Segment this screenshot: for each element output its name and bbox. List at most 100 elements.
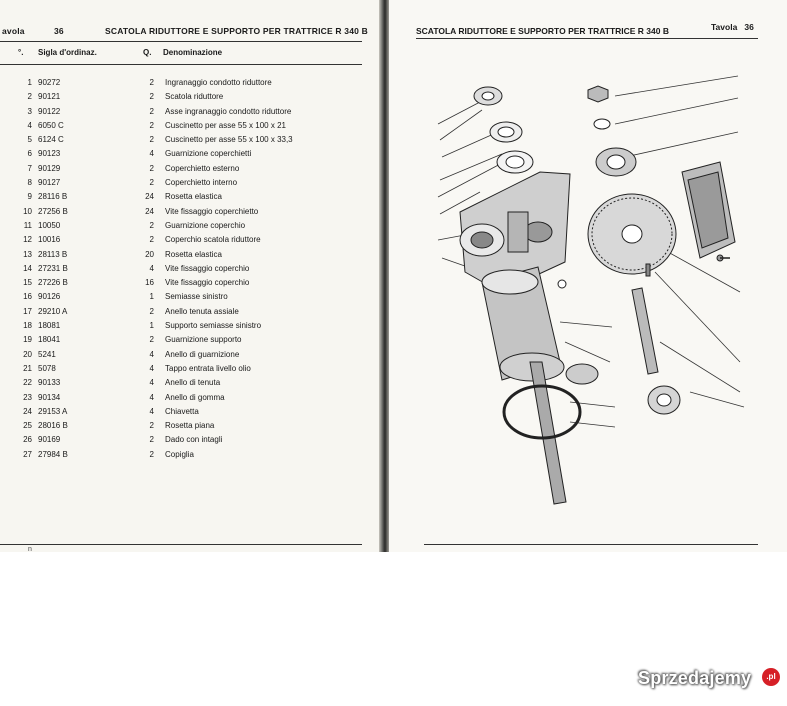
cell-pos: 22 — [23, 378, 32, 388]
cell-pos: 9 — [27, 192, 32, 202]
cell-pos: 18 — [23, 321, 32, 331]
cell-pos: 1 — [27, 78, 32, 87]
cell-qty: 2 — [149, 178, 154, 188]
col-denominazione: Denominazione — [163, 48, 223, 57]
tavola-number: 36 — [54, 26, 64, 36]
table-row: 2 90121 2 Scatola riduttore — [0, 92, 362, 106]
cell-pos: 2 — [27, 92, 32, 102]
cell-qty: 2 — [149, 106, 154, 116]
cell-den: Guarnizione coperchio — [165, 220, 246, 230]
cell-sigla: 29153 A — [38, 406, 68, 416]
footer-rule-left — [0, 544, 362, 545]
cell-den: Coperchietto esterno — [165, 163, 240, 173]
cell-pos: 21 — [23, 363, 32, 373]
cell-den: Anello di guarnizione — [165, 349, 240, 359]
cell-pos: 3 — [27, 106, 32, 116]
cell-den: Semiasse sinistro — [165, 292, 228, 302]
cell-sigla: 90126 — [38, 292, 61, 302]
cell-pos: 14 — [23, 263, 32, 273]
cell-qty: 24 — [145, 192, 154, 202]
right-tavola-label: Tavola — [711, 22, 738, 32]
cell-qty: 24 — [145, 206, 154, 216]
footer-mark: n — [28, 546, 32, 553]
cell-sigla: 27256 B — [38, 206, 68, 216]
columns-rule — [0, 64, 362, 65]
right-tavola-number: 36 — [744, 22, 754, 32]
cell-qty: 4 — [149, 363, 154, 373]
footer-rule-right — [424, 544, 758, 545]
cell-qty: 4 — [149, 378, 154, 388]
cell-den: Rosetta elastica — [165, 249, 222, 259]
cell-den: Guarnizione supporto — [165, 335, 242, 345]
cell-pos: 12 — [23, 235, 32, 245]
cell-sigla: 6124 C — [38, 135, 64, 145]
cell-qty: 4 — [149, 263, 154, 273]
cell-den: Scatola riduttore — [165, 92, 224, 102]
cell-den: Rosetta elastica — [165, 192, 222, 202]
cell-den: Cuscinetto per asse 55 x 100 x 21 — [165, 120, 286, 130]
bearing-left-drawing — [473, 86, 503, 106]
cell-qty: 2 — [149, 92, 154, 102]
cell-qty: 2 — [149, 421, 154, 431]
cell-qty: 2 — [149, 120, 154, 130]
cell-den: Vite fissaggio coperchio — [165, 278, 250, 288]
cell-den: Coperchietto interno — [165, 178, 238, 188]
cell-den: Chiavetta — [165, 406, 199, 416]
cell-pos: 13 — [23, 249, 32, 259]
cell-qty: 20 — [145, 249, 154, 259]
table-row: 16 90126 1 Semiasse sinistro — [0, 292, 362, 306]
cell-pos: 27 — [23, 449, 32, 459]
cell-den: Anello tenuta assiale — [165, 306, 239, 316]
cell-den: Dado con intagli — [165, 435, 223, 445]
cell-qty: 4 — [149, 392, 154, 402]
cell-den: Vite fissaggio coperchio — [165, 263, 250, 273]
cell-sigla: 10016 — [38, 235, 61, 245]
table-row: 4 6050 C 2 Cuscinetto per asse 55 x 100 x 2… — [0, 121, 362, 135]
cell-qty: 4 — [149, 149, 154, 159]
cell-sigla: 90133 — [38, 378, 61, 388]
cell-qty: 2 — [149, 235, 154, 245]
cell-pos: 5 — [27, 135, 32, 145]
cell-pos: 17 — [23, 306, 32, 316]
cell-qty: 2 — [149, 78, 154, 87]
cell-den: Rosetta piana — [165, 421, 215, 431]
right-page-title: SCATOLA RIDUTTORE E SUPPORTO PER TRATTRI… — [416, 26, 669, 36]
cell-sigla: 29210 A — [38, 306, 68, 316]
cell-qty: 2 — [149, 220, 154, 230]
cell-pos: 16 — [23, 292, 32, 302]
page-title: SCATOLA RIDUTTORE E SUPPORTO PER TRATTRI… — [105, 26, 368, 36]
cell-pos: 4 — [27, 120, 32, 130]
parts-table-header: °. Sigla d'ordinaz. Q. Denominazione — [0, 48, 362, 60]
cell-sigla: 90121 — [38, 92, 61, 102]
cell-sigla: 90134 — [38, 392, 61, 402]
cell-sigla: 6050 C — [38, 120, 64, 130]
cell-sigla: 18041 — [38, 335, 61, 345]
cell-den: Anello di tenuta — [165, 378, 221, 388]
cell-pos: 8 — [27, 178, 32, 188]
cell-sigla: 5241 — [38, 349, 56, 359]
cell-pos: 24 — [23, 406, 32, 416]
cell-qty: 4 — [149, 406, 154, 416]
cell-pos: 7 — [27, 163, 32, 173]
cell-sigla: 90272 — [38, 78, 61, 87]
cell-sigla: 90129 — [38, 163, 61, 173]
cell-den: Supporto semiasse sinistro — [165, 321, 262, 331]
cell-den: Tappo entrata livello olio — [165, 363, 251, 373]
cell-sigla: 18081 — [38, 321, 61, 331]
cell-qty: 1 — [149, 292, 154, 302]
col-sigla: Sigla d'ordinaz. — [38, 48, 97, 57]
cell-den: Asse ingranaggio condotto riduttore — [165, 106, 292, 116]
